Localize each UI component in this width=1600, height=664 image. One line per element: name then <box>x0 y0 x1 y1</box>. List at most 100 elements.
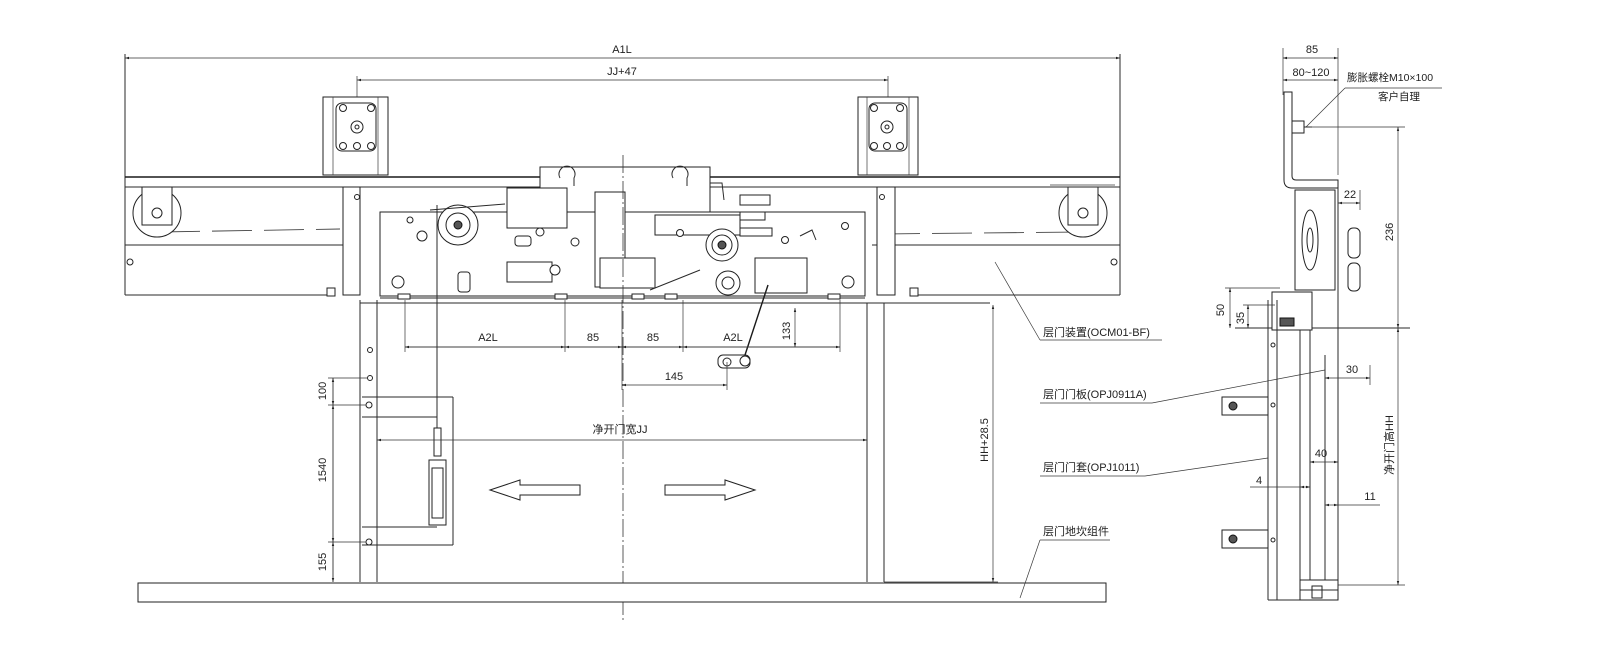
pin <box>676 229 684 237</box>
roller-wheel-lower-hub <box>721 276 735 290</box>
frame-hole <box>1270 342 1276 348</box>
bracket-hole <box>365 401 373 409</box>
dim-85-label: 85 <box>1306 44 1318 56</box>
open-left-arrow <box>488 479 581 501</box>
pin <box>549 264 561 276</box>
arm-pivot <box>739 355 751 367</box>
foot <box>909 287 919 297</box>
side-bracket-bolt <box>1228 534 1238 544</box>
bolt-hole <box>896 142 904 150</box>
cable-hook <box>710 182 725 201</box>
dim-overall-width: A1L <box>124 44 1120 60</box>
roller-side-hub <box>1306 227 1314 253</box>
belt-line-right <box>879 231 1081 235</box>
dim-100-label: 100 <box>317 382 329 400</box>
bolt-hole <box>896 104 904 112</box>
expansion-bolt <box>1291 120 1305 134</box>
hook-left <box>558 165 576 186</box>
dim-85-right: 85 <box>647 332 659 344</box>
bolt-hole <box>870 142 878 150</box>
frame-hole <box>1270 402 1276 408</box>
screw-right <box>1110 258 1118 266</box>
bolt-leader <box>1305 87 1346 128</box>
lock-block <box>506 187 568 229</box>
switch-rod <box>739 227 773 237</box>
foot <box>397 293 411 300</box>
pulley-right-axle <box>717 240 727 250</box>
fixing-bracket <box>362 396 454 546</box>
dim-bracket-chain: 100 1540 155 <box>317 377 368 582</box>
side-bracket-upper <box>1221 396 1269 416</box>
slot-upper <box>1347 227 1361 259</box>
pin <box>841 222 849 230</box>
hook-right <box>671 165 689 186</box>
roller-axle <box>151 207 163 219</box>
bolt-note: 客户自理 <box>1378 90 1420 103</box>
dim-lower-chain: A2L 85 85 A2L <box>404 300 841 390</box>
bolt-hole <box>353 142 361 150</box>
foot <box>554 293 568 300</box>
frame-hole <box>1270 537 1276 543</box>
hanger-bolt <box>1279 317 1295 327</box>
callout-door-frame: 层门门套(OPJ1011) <box>1043 460 1139 474</box>
adjust-nut-right <box>841 275 855 289</box>
clear-height-label: 净开门高HH <box>1382 415 1396 475</box>
slot-lower <box>1347 262 1361 292</box>
height-label: HH+28.5 <box>979 418 991 462</box>
dim-236-label: 236 <box>1384 223 1396 241</box>
callout-sill: 层门地坎组件 <box>1043 524 1109 538</box>
foot <box>827 293 841 300</box>
pin <box>406 216 414 224</box>
dim-4-label: 4 <box>1256 475 1262 487</box>
foot <box>664 293 678 300</box>
open-right-arrow <box>664 479 757 501</box>
anchor-bolt-center <box>354 124 360 130</box>
roller-right <box>1058 186 1108 238</box>
callout-door-device: 层门装置(OCM01-BF) <box>1043 325 1150 339</box>
door-lock-mechanism <box>326 165 919 300</box>
hanger-spacing-label: JJ+47 <box>607 66 637 78</box>
callout-door-panel: 层门门板(OPJ0911A) <box>1043 387 1147 401</box>
dim-50-label: 50 <box>1215 304 1227 316</box>
stop-catch <box>799 229 817 241</box>
arm-rod <box>744 284 769 356</box>
pin <box>570 237 580 247</box>
adjust-nut-left <box>391 275 405 289</box>
dim-wall-gap-label: 80~120 <box>1292 67 1329 79</box>
dim-clear-width: 净开门宽JJ <box>377 422 867 442</box>
slot <box>457 271 471 293</box>
dim-link-horizontal: 145 <box>622 362 728 390</box>
bolt-hole <box>339 142 347 150</box>
post-right <box>876 186 896 296</box>
pulley-left-axle <box>453 220 463 230</box>
bolt-hole <box>367 104 375 112</box>
lower-block <box>506 261 553 283</box>
dim-1540-label: 1540 <box>317 458 329 482</box>
dim-a2l-left: A2L <box>478 332 498 344</box>
dim-35-label: 35 <box>1235 312 1247 324</box>
dim-11-label: 11 <box>1364 491 1375 503</box>
side-bracket-lower <box>1221 529 1269 549</box>
sill-groove <box>1311 585 1323 599</box>
side-posts <box>342 186 896 296</box>
side-view: 85 80~120 膨胀螺栓M10×100 客户自理 236 净开门高HH 22 <box>1215 44 1442 601</box>
latch-arm <box>649 269 701 291</box>
roller-bracket <box>1067 186 1099 226</box>
dim-30-label: 30 <box>1346 364 1358 376</box>
callouts: 层门装置(OCM01-BF) 层门门板(OPJ0911A) 层门门套(OPJ10… <box>994 261 1326 599</box>
bolt-hole <box>883 142 891 150</box>
contact-block <box>754 257 808 294</box>
jamb-hole <box>367 347 373 353</box>
bolt-label: 膨胀螺栓M10×100 <box>1347 71 1433 84</box>
roller-bracket <box>141 186 173 226</box>
anchor-bolt-center <box>884 124 890 130</box>
dim-40-label: 40 <box>1315 448 1327 460</box>
latch-body <box>599 257 656 289</box>
hanger-bracket-right <box>857 96 919 176</box>
dim-22-label: 22 <box>1344 189 1356 201</box>
pin <box>416 230 428 242</box>
side-bracket-bolt <box>1228 401 1238 411</box>
foot <box>326 287 336 297</box>
foot <box>631 293 645 300</box>
